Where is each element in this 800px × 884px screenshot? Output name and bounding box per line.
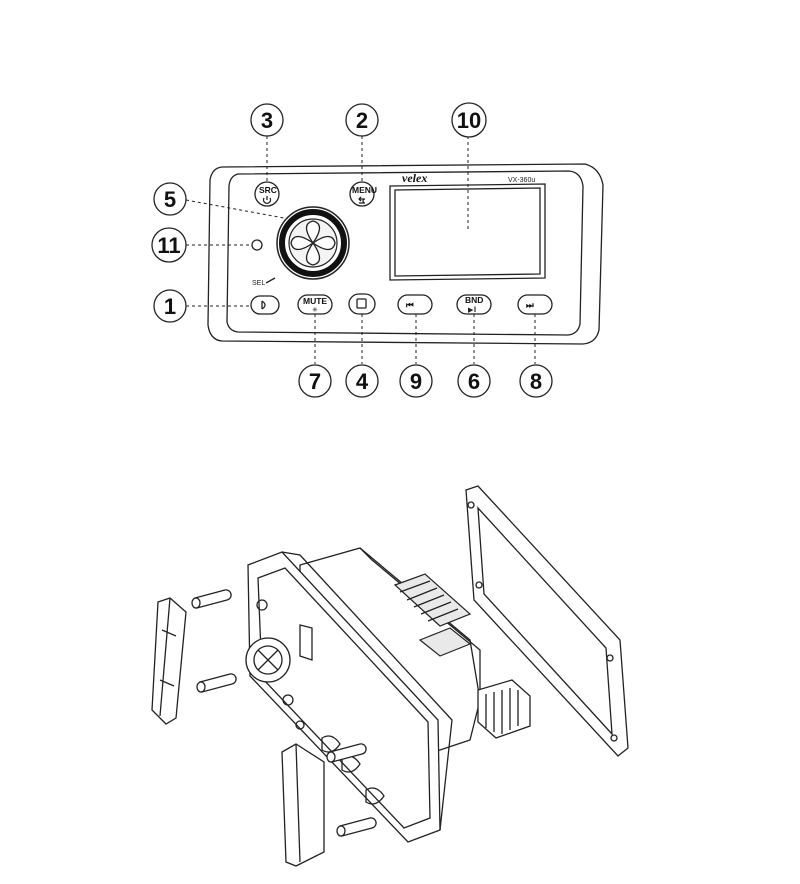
side-clip-bottom xyxy=(281,743,325,867)
pin-bottom xyxy=(196,673,237,693)
mounting-pins xyxy=(191,589,377,837)
back-arrow-icon xyxy=(358,196,366,204)
display-inner xyxy=(394,187,541,277)
prev-button[interactable]: ⏮ xyxy=(397,294,433,315)
svg-text:MENU: MENU xyxy=(352,185,377,195)
callout-2: 2 xyxy=(345,103,379,137)
svg-text:10: 10 xyxy=(457,108,481,133)
svg-text:3: 3 xyxy=(261,108,273,133)
exploded-view xyxy=(151,485,629,867)
src-button[interactable]: SRC xyxy=(254,181,280,207)
heat-sink-fins xyxy=(393,573,472,657)
rear-connector xyxy=(477,679,531,739)
power-icon xyxy=(262,196,272,204)
leader-lines xyxy=(185,136,536,364)
model-label: VX-360u xyxy=(508,177,535,184)
play-pause-icon: ▶‖ xyxy=(468,307,476,314)
panel-outer-body xyxy=(207,163,604,345)
mounting-gasket xyxy=(465,485,629,757)
knob-grip-icon xyxy=(290,220,336,266)
eject-button[interactable] xyxy=(250,295,280,315)
volume-knob[interactable] xyxy=(276,206,350,280)
svg-text:6: 6 xyxy=(468,369,480,394)
svg-text:2: 2 xyxy=(356,108,368,133)
display-window xyxy=(389,183,546,281)
callout-11: 11 xyxy=(151,227,187,263)
svg-text:5: 5 xyxy=(164,187,176,212)
pin-top xyxy=(191,589,232,609)
phone-icon xyxy=(261,300,266,310)
mode-button[interactable] xyxy=(348,293,376,315)
band-button[interactable]: BND ▶‖ xyxy=(456,294,492,315)
rear-housing xyxy=(299,547,531,761)
callouts: 3 2 10 5 11 1 7 4 9 6 8 xyxy=(151,102,553,398)
callout-6: 6 xyxy=(457,364,491,398)
panel-inner-face xyxy=(226,170,584,336)
skip-forward-icon: ⏭ xyxy=(526,300,535,310)
svg-text:MUTE: MUTE xyxy=(303,296,327,306)
menu-button[interactable]: MENU xyxy=(349,181,377,207)
pin-bottom-right xyxy=(336,817,377,837)
callout-3: 3 xyxy=(250,103,284,137)
svg-text:8: 8 xyxy=(530,369,542,394)
svg-text:BND: BND xyxy=(465,295,483,305)
brand-logo: velex xyxy=(402,171,427,185)
mute-button[interactable]: MUTE ✳ xyxy=(297,294,333,315)
callout-8: 8 xyxy=(519,364,553,398)
front-faceplate xyxy=(245,551,453,843)
svg-text:4: 4 xyxy=(356,369,369,394)
callout-10: 10 xyxy=(451,102,487,138)
callout-1: 1 xyxy=(153,289,187,323)
front-panel-view: velex VX-360u SRC MENU xyxy=(207,163,604,345)
side-clip-left xyxy=(151,597,187,725)
sun-icon: ✳ xyxy=(312,306,318,314)
callout-5: 5 xyxy=(153,182,187,216)
skip-back-icon: ⏮ xyxy=(406,300,414,310)
pin-lower-right xyxy=(326,743,367,763)
callout-4: 4 xyxy=(345,364,379,398)
svg-text:9: 9 xyxy=(410,369,422,394)
svg-text:11: 11 xyxy=(157,233,180,258)
device-icon xyxy=(356,298,367,309)
svg-text:1: 1 xyxy=(164,294,176,319)
sel-label: SEL xyxy=(252,280,265,287)
ir-sensor xyxy=(251,239,263,251)
callout-7: 7 xyxy=(298,364,332,398)
next-button[interactable]: ⏭ xyxy=(517,294,553,315)
callout-9: 9 xyxy=(399,364,433,398)
svg-text:SRC: SRC xyxy=(259,185,277,195)
svg-text:7: 7 xyxy=(309,369,321,394)
